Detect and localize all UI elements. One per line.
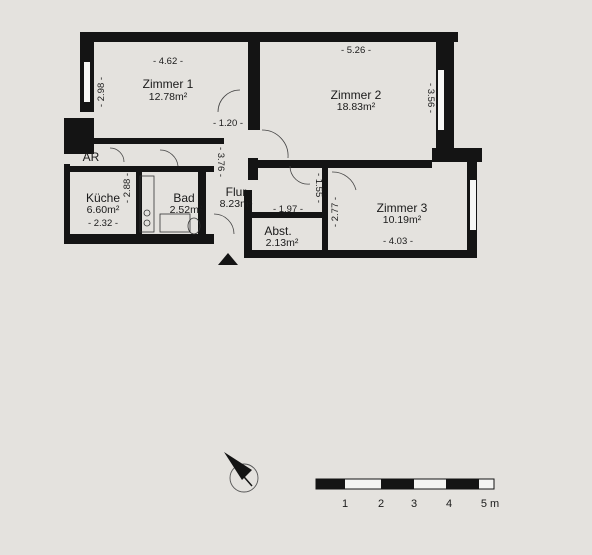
north-arrow-icon <box>224 452 259 493</box>
flur-depth: - 3.76 - <box>215 147 226 177</box>
scale-labels: 1 2 3 4 5 m <box>342 498 499 510</box>
kueche-name: Küche <box>86 191 120 205</box>
zimmer1-name: Zimmer 1 <box>143 77 194 91</box>
zimmer1-depth: - 2.98 - <box>96 77 107 107</box>
scale-label: 2 <box>378 498 384 510</box>
flur-name: Flur <box>226 185 247 199</box>
windows <box>84 62 476 230</box>
abst-area: 2.13m² <box>266 237 299 249</box>
abst-width: - 1.97 - <box>273 204 303 215</box>
zimmer3-width: - 4.03 - <box>383 236 413 247</box>
flur-passage: - 1.20 - <box>213 118 243 129</box>
scale-label: 5 m <box>481 498 499 510</box>
zimmer3-area: 10.19m² <box>383 214 422 226</box>
scale-label: 4 <box>446 498 452 510</box>
kitchen-fixtures <box>139 175 201 235</box>
bad-area: 2.52m² <box>170 204 203 216</box>
abst-depth: - 1.55 - <box>313 173 324 203</box>
flur-area: 8.23m² <box>220 198 253 210</box>
ar-name: AR <box>83 150 100 164</box>
zimmer2-width: - 5.26 - <box>341 45 371 56</box>
kueche-width: - 2.32 - <box>88 218 118 229</box>
zimmer1-area: 12.78m² <box>149 91 188 103</box>
zimmer3-name: Zimmer 3 <box>377 201 428 215</box>
zimmer1-width: - 4.62 - <box>153 56 183 67</box>
kueche-depth: - 2.88 - <box>122 173 133 203</box>
kueche-area: 6.60m² <box>87 204 120 216</box>
zimmer2-depth: - 3.56 - <box>425 83 436 113</box>
abst-name: Abst. <box>264 224 291 238</box>
door-arcs <box>109 89 357 235</box>
zimmer3-depth: - 2.77 - <box>330 197 341 227</box>
entrance-triangle-icon <box>218 253 238 265</box>
scale-label: 1 <box>342 498 348 510</box>
scale-label: 3 <box>411 498 417 510</box>
zimmer2-name: Zimmer 2 <box>331 88 382 102</box>
bad-name: Bad <box>173 191 194 205</box>
zimmer2-area: 18.83m² <box>337 101 376 113</box>
scale-bar <box>315 478 495 490</box>
